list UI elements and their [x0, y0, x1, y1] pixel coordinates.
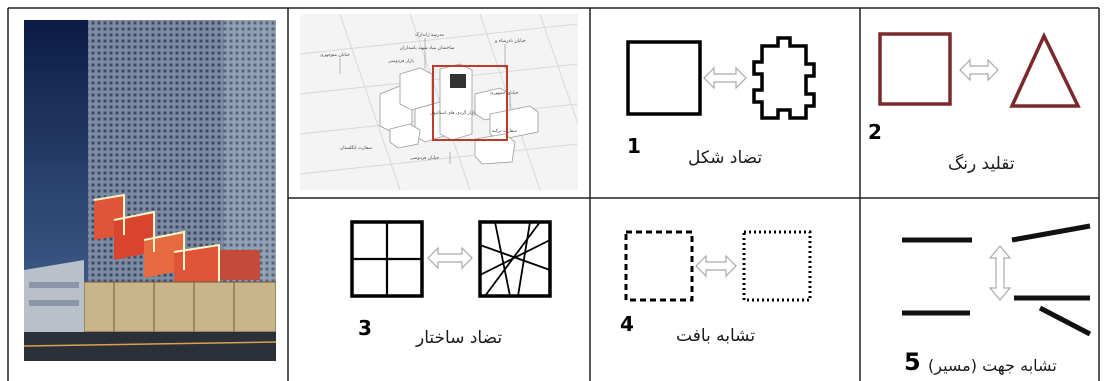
panel-number: 4	[620, 312, 634, 336]
urban-axonometric-map-icon: خیابان نادرشاه و مدرسه ژاندارک ساختمان ب…	[300, 14, 578, 190]
shape-contrast-icon	[592, 10, 858, 196]
map-label: مدرسه ژاندارک	[415, 32, 445, 38]
texture-similarity-icon	[592, 200, 858, 381]
map-label: خیابان منوچهری	[320, 53, 350, 58]
direction-similarity-icon	[862, 200, 1098, 381]
panel-direction-similarity: 5 تشابه جهت (مسیر)	[862, 200, 1098, 381]
panel-number: 2	[868, 120, 882, 144]
urban-map: خیابان نادرشاه و مدرسه ژاندارک ساختمان ب…	[300, 14, 578, 190]
map-label: خیابان جمهوری	[490, 91, 519, 96]
panel-number: 1	[627, 134, 641, 158]
panel-shape-contrast: 1 تضاد شکل	[592, 10, 858, 196]
map-label: بازار فردوسی	[388, 59, 414, 64]
panel-structure-contrast: 3 تضاد ساختار	[290, 200, 588, 381]
panel-label: تشابه بافت	[676, 326, 755, 346]
building-facade-photo-icon	[24, 20, 276, 361]
panel-number: 3	[358, 316, 372, 340]
panel-color-imitation: 2 تقلید رنگ	[862, 10, 1098, 196]
map-label: سفارت ترکیه	[492, 128, 517, 134]
panel-texture-similarity: 4 تشابه بافت	[592, 200, 858, 381]
structure-contrast-icon	[290, 200, 588, 381]
panel-label: تشابه جهت (مسیر)	[928, 356, 1057, 375]
map-label: سفارت انگلستان	[340, 144, 372, 151]
panel-label: تقلید رنگ	[948, 154, 1015, 174]
map-label: خیابان فردوسی	[410, 156, 439, 161]
panel-number: 5	[904, 348, 921, 376]
map-label: بازار گردی های استانبول	[430, 109, 476, 116]
map-label: ساختمان بنیاد شهید پاسداران	[400, 46, 455, 51]
panel-label: تضاد شکل	[688, 148, 762, 168]
building-photo	[24, 20, 276, 361]
map-label: خیابان نادرشاه و	[494, 39, 526, 44]
panel-label: تضاد ساختار	[416, 328, 502, 348]
